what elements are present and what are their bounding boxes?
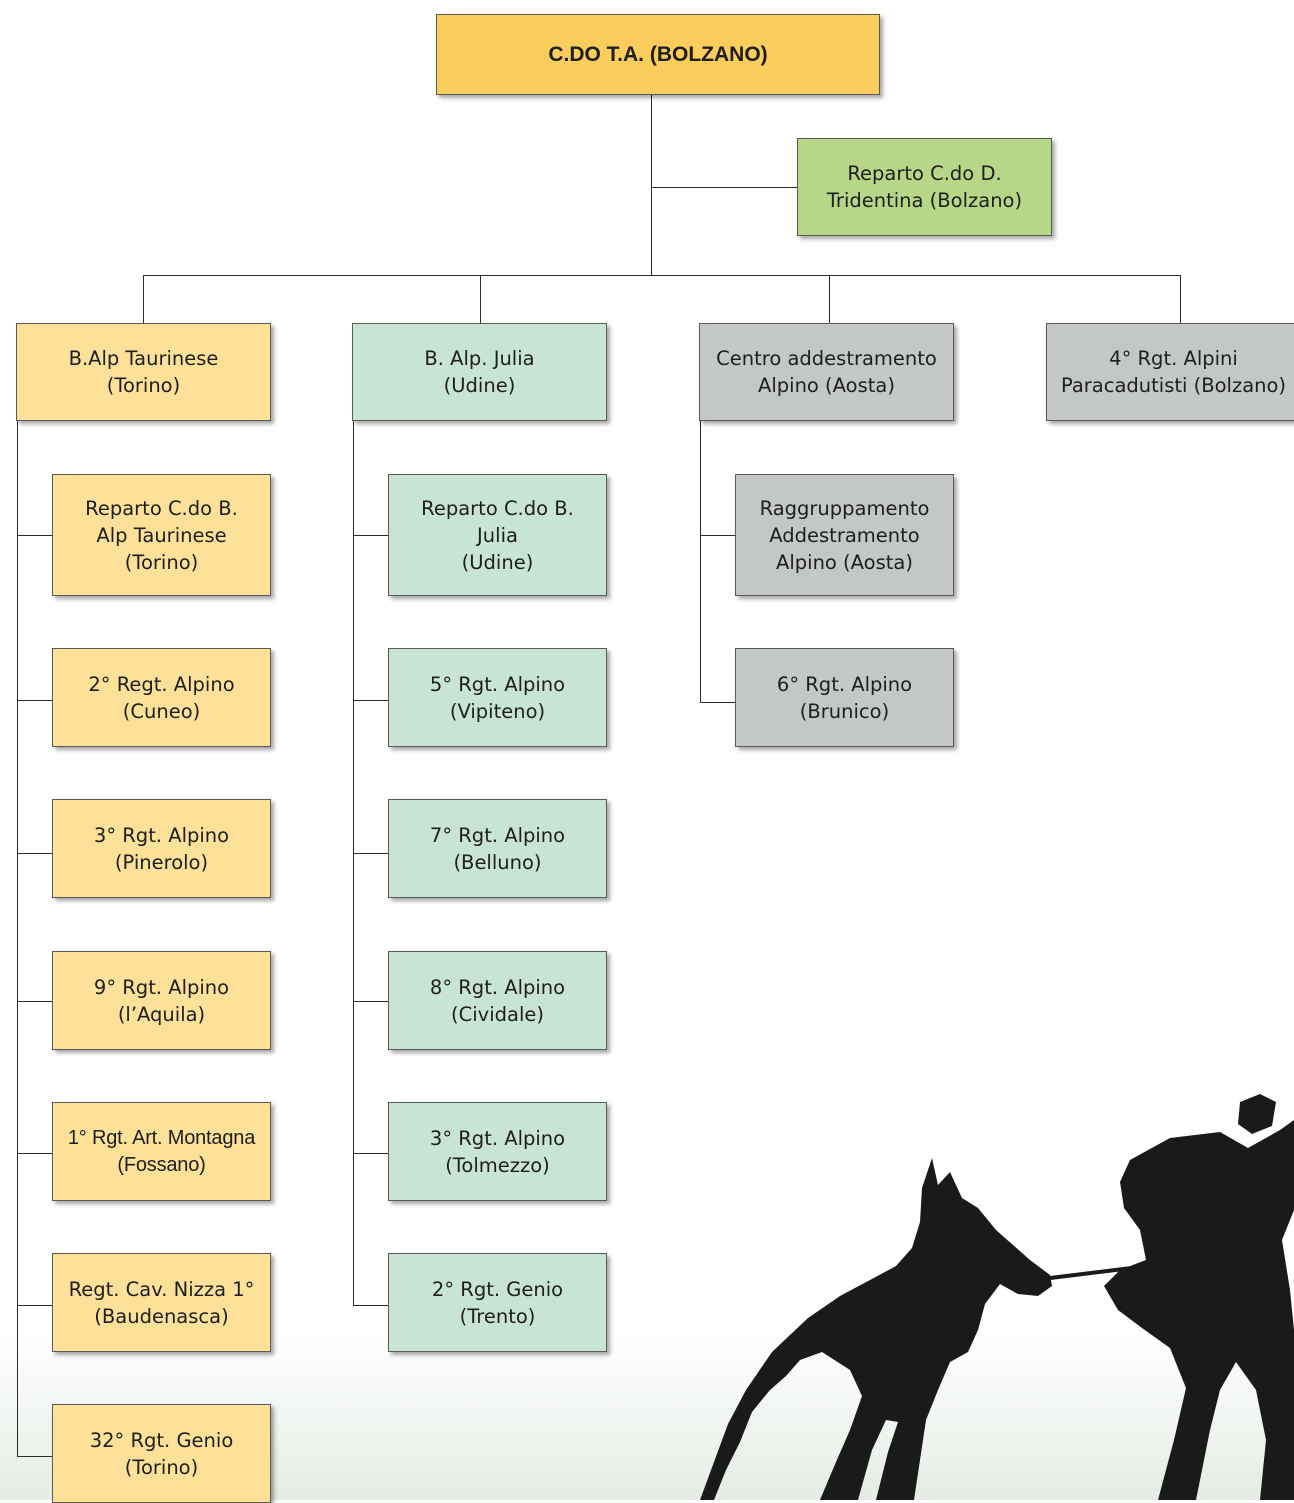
tick (17, 1305, 53, 1306)
unit-taurinese-5: 1° Rgt. Art. Montagna (Fossano) (52, 1102, 271, 1201)
connector-branch-bar (143, 275, 1181, 276)
connector-branch-4 (1180, 275, 1181, 323)
unit-taurinese-3: 3° Rgt. Alpino (Pinerolo) (52, 799, 271, 898)
unit-taurinese-7: 32° Rgt. Genio (Torino) (52, 1404, 271, 1503)
tick (353, 1001, 389, 1002)
tick (17, 1001, 53, 1002)
unit-julia-2: 5° Rgt. Alpino (Vipiteno) (388, 648, 607, 747)
unit-julia-4: 8° Rgt. Alpino (Cividale) (388, 951, 607, 1050)
unit-julia-5: 3° Rgt. Alpino (Tolmezzo) (388, 1102, 607, 1201)
soldier-mule-silhouette (700, 1094, 1294, 1500)
tick (17, 1456, 53, 1457)
branch-centro-addestramento: Centro addestramento Alpino (Aosta) (699, 323, 954, 421)
spine-taurinese (17, 421, 18, 1457)
root-node: C.DO T.A. (BOLZANO) (436, 14, 880, 95)
unit-julia-3: 7° Rgt. Alpino (Belluno) (388, 799, 607, 898)
branch-taurinese: B.Alp Taurinese (Torino) (16, 323, 271, 421)
connector-branch-3 (829, 275, 830, 323)
branch-julia: B. Alp. Julia (Udine) (352, 323, 607, 421)
unit-aosta-1: Raggruppamento Addestramento Alpino (Aos… (735, 474, 954, 596)
tick (353, 1305, 389, 1306)
unit-julia-6: 2° Rgt. Genio (Trento) (388, 1253, 607, 1352)
spine-aosta (700, 421, 701, 703)
connector-root-trunk (651, 95, 652, 276)
unit-taurinese-1: Reparto C.do B. Alp Taurinese (Torino) (52, 474, 271, 596)
staff-unit-node: Reparto C.do D. Tridentina (Bolzano) (797, 138, 1052, 236)
tick (353, 1153, 389, 1154)
unit-taurinese-6: Regt. Cav. Nizza 1° (Baudenasca) (52, 1253, 271, 1352)
tick (17, 1153, 53, 1154)
tick (353, 853, 389, 854)
connector-staff (651, 187, 798, 188)
tick (353, 535, 389, 536)
unit-taurinese-4: 9° Rgt. Alpino (l’Aquila) (52, 951, 271, 1050)
unit-julia-1: Reparto C.do B. Julia (Udine) (388, 474, 607, 596)
spine-julia (353, 421, 354, 1306)
tick (17, 535, 53, 536)
branch-paracadutisti: 4° Rgt. Alpini Paracadutisti (Bolzano) (1046, 323, 1294, 421)
tick (17, 700, 53, 701)
tick (17, 853, 53, 854)
connector-branch-1 (143, 275, 144, 323)
unit-taurinese-2: 2° Regt. Alpino (Cuneo) (52, 648, 271, 747)
tick (700, 535, 736, 536)
unit-aosta-2: 6° Rgt. Alpino (Brunico) (735, 648, 954, 747)
connector-branch-2 (480, 275, 481, 323)
tick (700, 702, 736, 703)
tick (353, 700, 389, 701)
